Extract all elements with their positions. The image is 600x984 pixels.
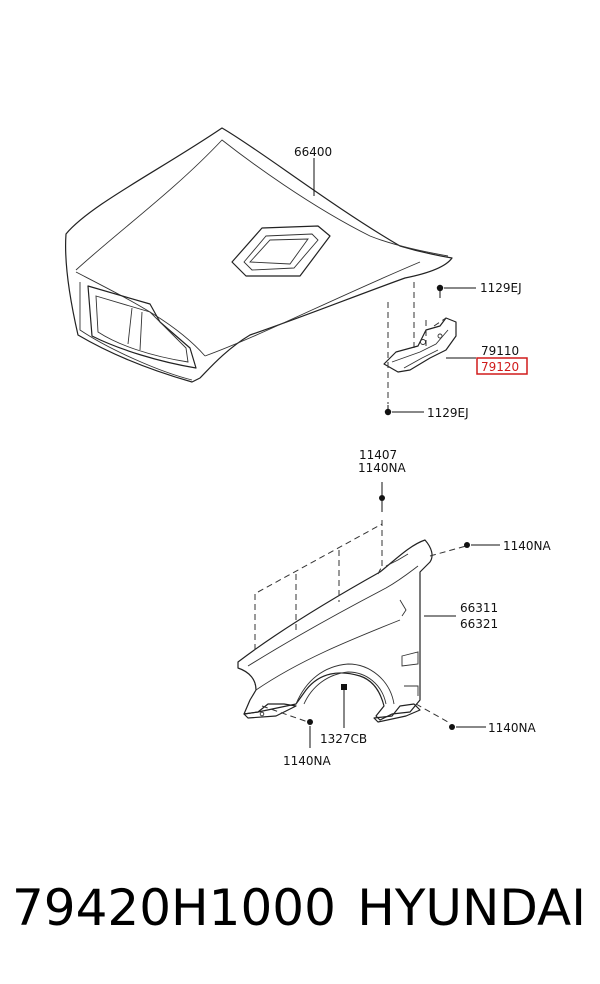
hood-bolt-top-icon <box>436 284 444 298</box>
label-fender-side-bolt: 1140NA <box>503 539 552 553</box>
part-number: 79420H1000 <box>12 879 336 937</box>
fender-front-bolt-icon <box>307 719 313 725</box>
label-fender-front-bolt: 1140NA <box>283 754 332 768</box>
label-hood-bolt-top: 1129EJ <box>480 281 522 295</box>
label-fender-rear-bolt: 1140NA <box>488 721 537 735</box>
label-hinge-rh-highlighted: 79120 <box>481 360 519 374</box>
fender-dash-lines <box>254 520 383 650</box>
label-fender-rh: 66321 <box>460 617 498 631</box>
fender-rear-bolt-icon <box>449 724 455 730</box>
fender-drawing <box>237 539 433 723</box>
hinge-drawing <box>383 317 457 373</box>
label-fender-bolt-b: 1140NA <box>358 461 407 475</box>
fender-clip-icon <box>341 684 347 690</box>
label-fender-bolt-a: 11407 <box>359 448 397 462</box>
hinge-dash-lines <box>387 282 447 404</box>
footer: 79420H1000 HYUNDAI <box>0 872 600 952</box>
label-hood-bolt-bottom: 1129EJ <box>427 406 469 420</box>
hood-drawing <box>65 127 453 383</box>
hood-bolt-bottom-icon <box>384 405 392 416</box>
brand-name: HYUNDAI <box>357 879 586 937</box>
label-hinge-lh: 79110 <box>481 344 519 358</box>
fender-bolt-top-icon <box>379 482 385 512</box>
label-hood: 66400 <box>294 145 332 159</box>
label-fender-lh: 66311 <box>460 601 498 615</box>
highlight-box <box>476 357 528 375</box>
fender-side-bolt-icon <box>464 542 470 548</box>
label-fender-clip: 1327CB <box>320 732 367 746</box>
